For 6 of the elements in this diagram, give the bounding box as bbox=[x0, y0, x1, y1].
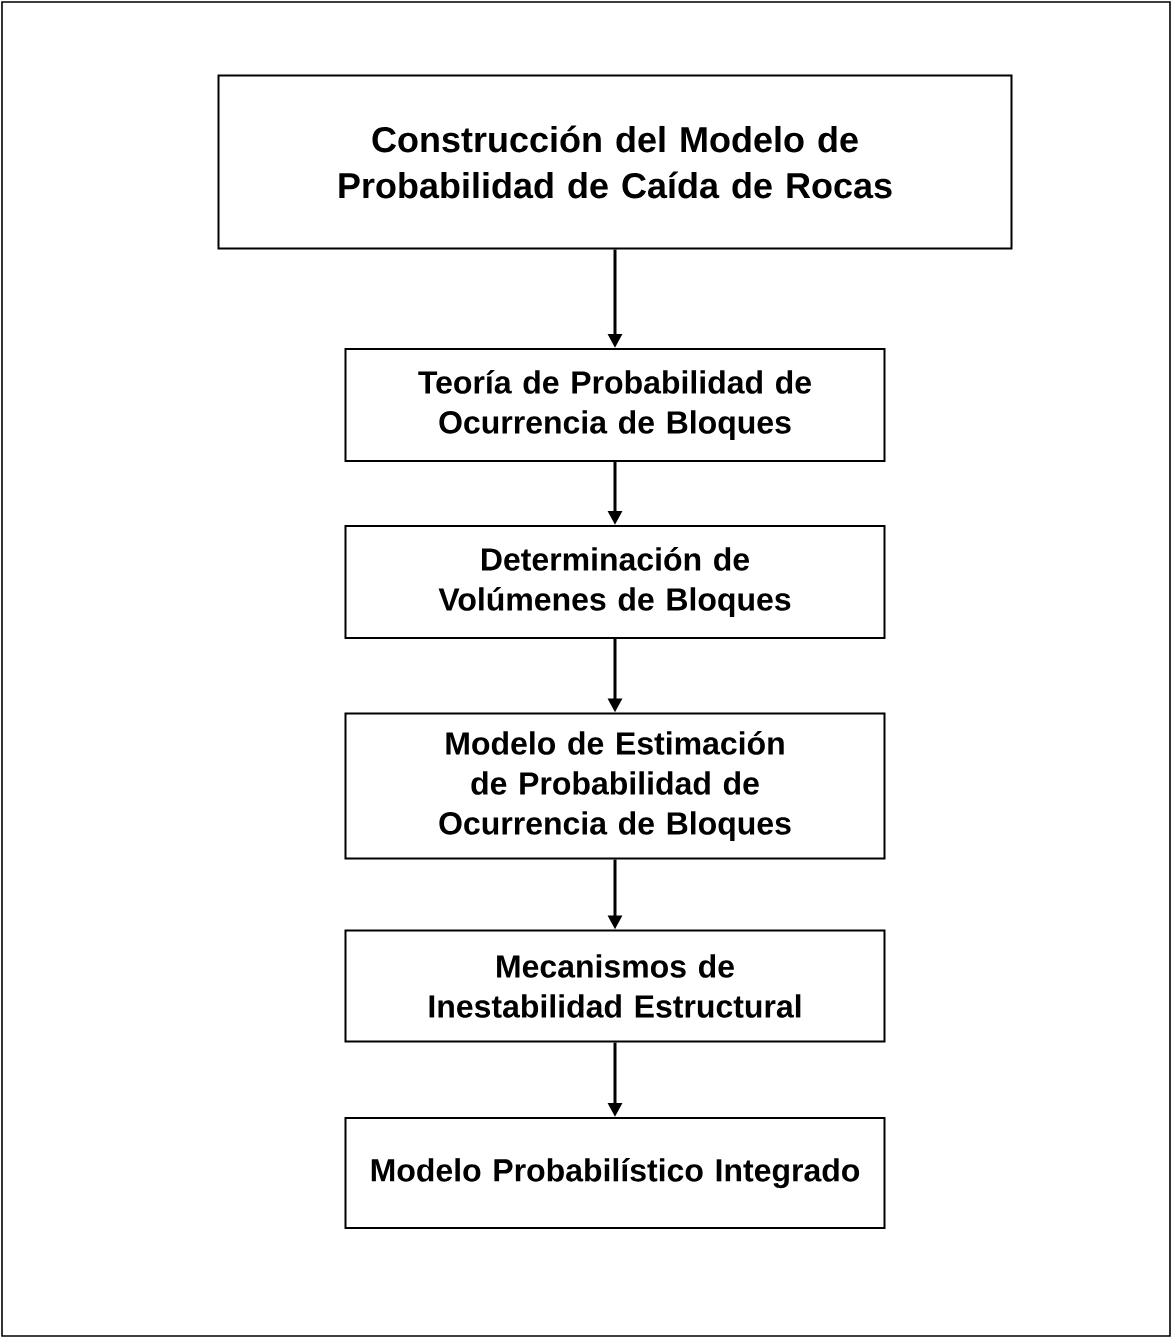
process-box: Modelo de Estimación de Probabilidad de Ocurrencia de Bloques bbox=[344, 712, 886, 860]
process-box: Determinación de Volúmenes de Bloques bbox=[344, 525, 886, 639]
process-box: Mecanismos de Inestabilidad Estructural bbox=[344, 929, 886, 1043]
title-box: Construcción del Modelo de Probabilidad de Caída de Rocas bbox=[217, 74, 1013, 250]
process-box: Teoría de Probabilidad de Ocurrencia de Bloques bbox=[344, 348, 886, 462]
process-box: Modelo Probabilístico Integrado bbox=[344, 1117, 886, 1229]
